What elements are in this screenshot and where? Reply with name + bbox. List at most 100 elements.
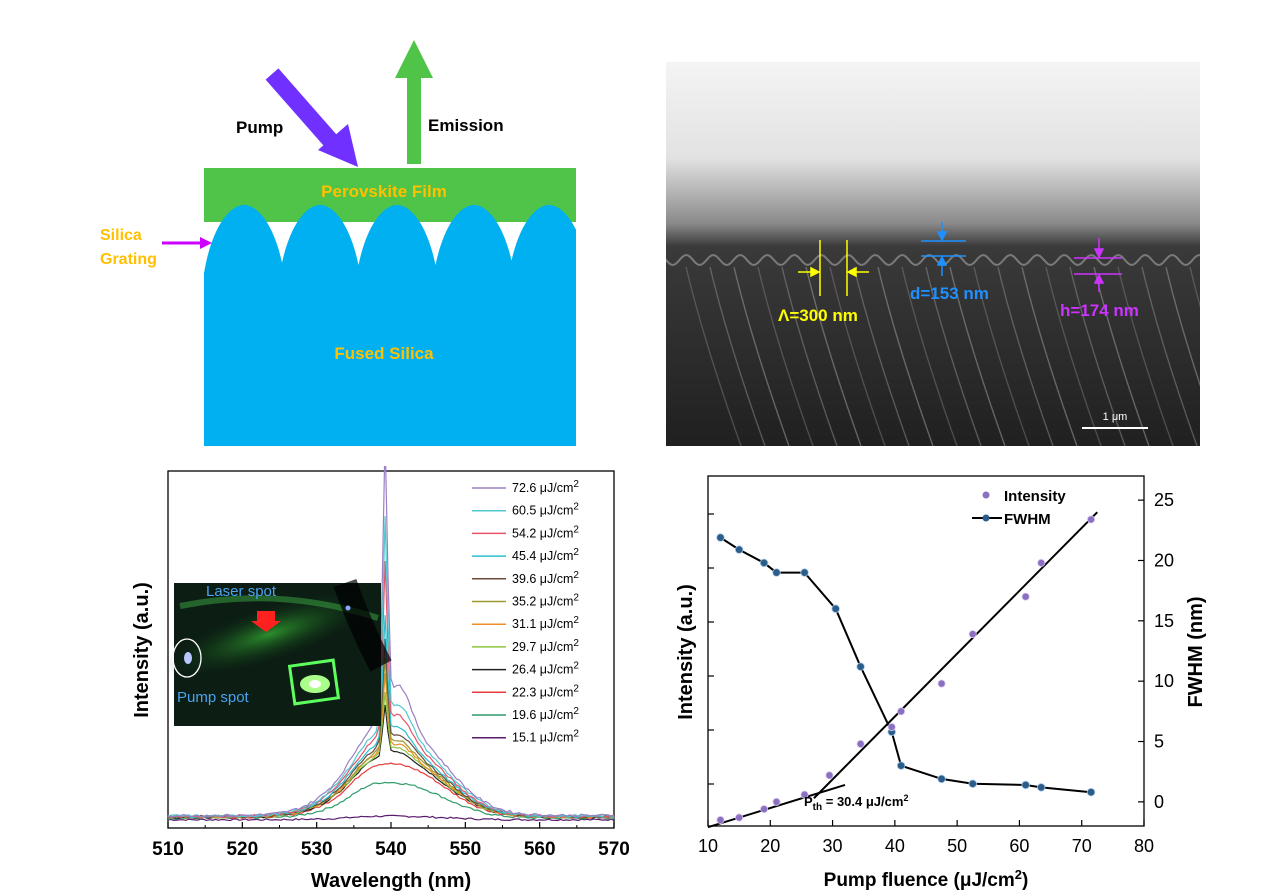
cleave-streak (1045, 266, 1102, 446)
silica-grating-label-line2: Grating (100, 251, 157, 268)
x-tick-label: 20 (760, 836, 780, 856)
fwhm-point (734, 545, 744, 554)
cleave-streak (829, 266, 886, 446)
legend-entry-29-7: 29.7 μJ/cm2 (512, 638, 579, 654)
fwhm-point (968, 779, 977, 788)
intensity-point (856, 739, 865, 748)
intensity-point (716, 815, 725, 824)
intensity-point (800, 790, 809, 799)
intensity-point (825, 771, 834, 780)
x-tick-label: 50 (947, 836, 967, 856)
grating-pointer-arrow-icon (162, 237, 212, 249)
fwhm-point (856, 662, 865, 671)
y-right-tick-label: 25 (1154, 490, 1174, 510)
cleave-streak (1069, 266, 1126, 446)
fwhm-point (1037, 783, 1046, 792)
silica-grating (204, 205, 576, 273)
x-tick-label: 540 (375, 839, 407, 860)
legend-entry-19-6: 19.6 μJ/cm2 (512, 706, 579, 722)
sem-image-panel: Λ=300 nm d=153 nm h=174 nm 1 μm (666, 62, 1200, 446)
legend-entry-39-6: 39.6 μJ/cm2 (512, 570, 579, 586)
grating-tooth (509, 205, 576, 273)
pump-spot-label: Pump spot (177, 689, 250, 706)
spectrum-line-15-1 (167, 814, 615, 822)
fwhm-point (896, 761, 906, 770)
perovskite-film-label: Perovskite Film (321, 182, 447, 201)
fwhm-point (772, 568, 781, 577)
fwhm-point (716, 533, 725, 542)
cleave-streak (997, 266, 1054, 446)
cleave-streak (1141, 266, 1198, 446)
x-tick-label: 60 (1009, 836, 1029, 856)
cleave-streak (805, 266, 862, 446)
x-tick-label: 10 (698, 836, 718, 856)
silica-grating-label-line1: Silica (100, 227, 142, 244)
cleave-streak (949, 266, 1006, 446)
sem-background (666, 62, 1200, 446)
grating-tooth (280, 205, 360, 273)
y-right-tick-label: 10 (1154, 671, 1174, 691)
intensity-point (1021, 592, 1030, 601)
cleave-streak (877, 266, 934, 446)
period-marker (798, 240, 869, 296)
fwhm-point (1021, 780, 1030, 790)
grating-tooth (434, 205, 514, 273)
period-label: Λ=300 nm (778, 306, 858, 325)
legend-entry-45-4: 45.4 μJ/cm2 (512, 547, 579, 563)
threshold-x-axis-label: Pump fluence (μJ/cm2) (824, 867, 1029, 891)
cleave-streak (853, 266, 910, 446)
intensity-point (1037, 558, 1046, 567)
fwhm-point (759, 558, 769, 568)
fused-silica-label: Fused Silica (334, 344, 434, 363)
height-label: h=174 nm (1060, 301, 1139, 320)
x-tick-label: 40 (885, 836, 905, 856)
legend-entry-26-4: 26.4 μJ/cm2 (512, 661, 579, 677)
fwhm-point (800, 568, 809, 577)
x-tick-label: 510 (152, 839, 184, 860)
spectra-x-axis-label: Wavelength (nm) (311, 870, 471, 892)
threshold-annotation: Pth = 30.4 μJ/cm2 (804, 793, 908, 813)
depth-marker (921, 222, 966, 276)
cleave-streak (1189, 266, 1200, 309)
x-tick-label: 70 (1072, 836, 1092, 856)
spectrum-line-60-5 (167, 516, 615, 818)
sem-cleave-texture (685, 266, 1200, 446)
schematic-panel: Pump Emission Perovskite Film Fused Sili… (100, 40, 576, 446)
x-tick-label: 80 (1134, 836, 1154, 856)
scale-bar-label: 1 μm (1103, 411, 1128, 423)
fwhm-point (937, 774, 946, 784)
legend-fwhm-label: FWHM (1004, 511, 1051, 528)
fwhm-point (831, 604, 840, 613)
legend-intensity-label: Intensity (1004, 488, 1066, 505)
laser-spot-arrow-icon (251, 611, 281, 632)
pump-arrow-icon (265, 68, 358, 167)
y-right-tick-label: 20 (1154, 550, 1174, 570)
cleave-streak (973, 266, 1030, 446)
x-tick-label: 30 (823, 836, 843, 856)
pump-label: Pump (236, 118, 283, 137)
y-right-tick-label: 15 (1154, 611, 1174, 631)
fit-line-below-threshold (707, 784, 846, 829)
x-tick-label: 530 (301, 839, 333, 860)
threshold-y-right-label: FWHM (nm) (1185, 596, 1207, 707)
intensity-point (937, 679, 946, 688)
legend-entry-31-1: 31.1 μJ/cm2 (512, 615, 579, 631)
height-marker (1074, 238, 1122, 292)
spectrum-line-72-6 (167, 466, 615, 818)
cleave-streak (733, 266, 790, 446)
emission-label: Emission (428, 116, 504, 135)
cleave-streak (1021, 266, 1078, 446)
x-tick-label: 570 (598, 839, 630, 860)
legend-entry-35-2: 35.2 μJ/cm2 (512, 593, 579, 609)
x-tick-label: 520 (226, 839, 258, 860)
cleave-streak (685, 266, 742, 446)
cleave-streak (925, 266, 982, 446)
cleave-streak (757, 266, 814, 446)
grating-tooth (204, 205, 284, 273)
grating-tooth (357, 205, 437, 273)
cleave-streak (1165, 266, 1200, 387)
y-right-tick-label: 0 (1154, 792, 1164, 812)
